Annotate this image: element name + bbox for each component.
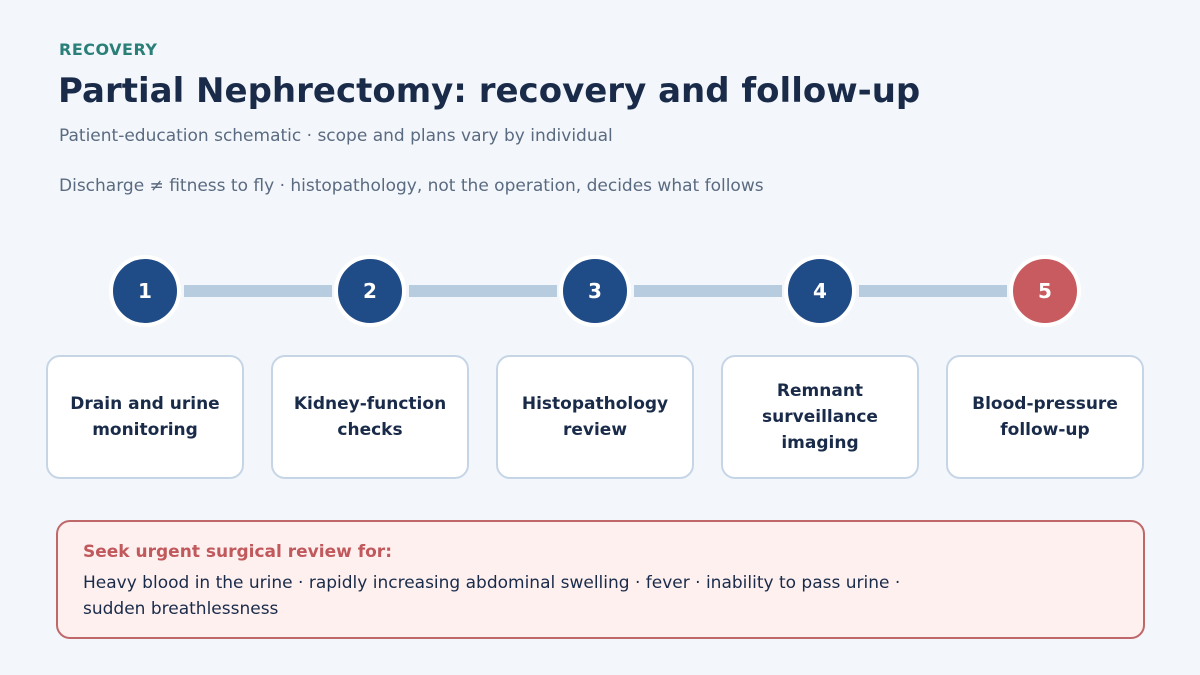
- step-label: Blood-pressure follow-up: [972, 394, 1118, 440]
- connector-4-5: [859, 285, 1007, 297]
- step-card-3: Histopathology review: [496, 355, 694, 479]
- step-circle-5: 5: [1009, 255, 1081, 327]
- step-circle-4: 4: [784, 255, 856, 327]
- step-label: Drain and urine monitoring: [70, 394, 220, 440]
- step-number: 2: [363, 279, 377, 303]
- step-card-2: Kidney-function checks: [271, 355, 469, 479]
- step-card-1: Drain and urine monitoring: [46, 355, 244, 479]
- connector-1-2: [184, 285, 332, 297]
- step-number: 1: [138, 279, 152, 303]
- warning-text: Heavy blood in the urine · rapidly incre…: [83, 573, 901, 619]
- urgent-warning-box: Seek urgent surgical review for: Heavy b…: [56, 520, 1145, 639]
- step-circle-1: 1: [109, 255, 181, 327]
- step-label: Histopathology review: [521, 394, 669, 440]
- step-number: 5: [1038, 279, 1052, 303]
- step-number: 3: [588, 279, 602, 303]
- step-label: Kidney-function checks: [293, 394, 447, 440]
- page-subtitle: Patient-education schematic · scope and …: [59, 126, 613, 146]
- section-label: RECOVERY: [59, 40, 158, 59]
- step-label: Remnant surveillance imaging: [762, 381, 878, 453]
- page-title: Partial Nephrectomy: recovery and follow…: [58, 71, 921, 111]
- step-number: 4: [813, 279, 827, 303]
- step-circle-3: 3: [559, 255, 631, 327]
- step-circle-2: 2: [334, 255, 406, 327]
- step-card-4: Remnant surveillance imaging: [721, 355, 919, 479]
- key-note: Discharge ≠ fitness to fly · histopathol…: [59, 176, 764, 196]
- connector-3-4: [634, 285, 782, 297]
- step-card-5: Blood-pressure follow-up: [946, 355, 1144, 479]
- connector-2-3: [409, 285, 557, 297]
- warning-title: Seek urgent surgical review for:: [83, 542, 392, 562]
